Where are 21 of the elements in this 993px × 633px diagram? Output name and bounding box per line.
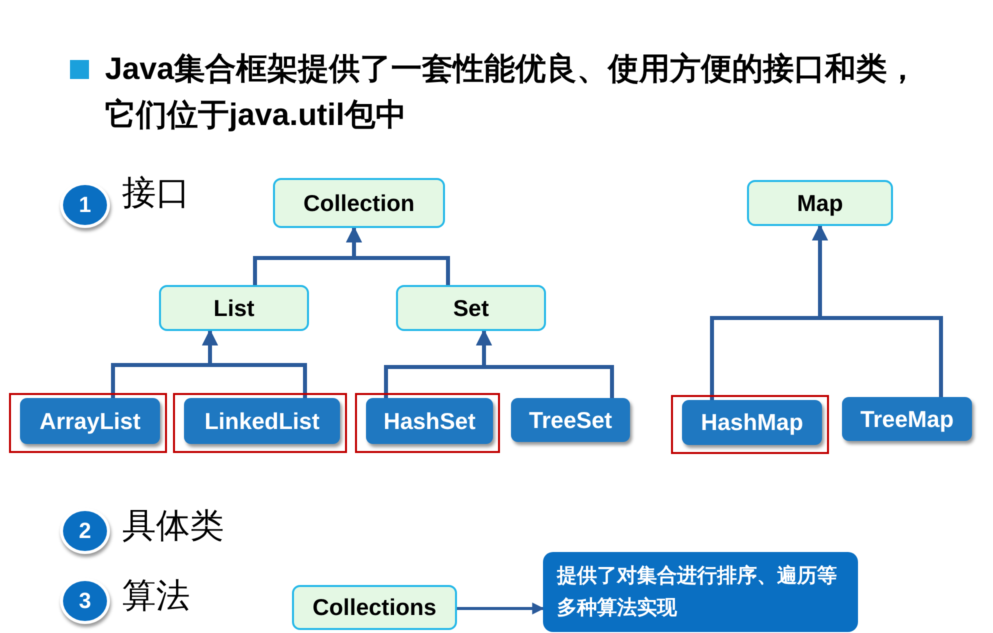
number-badge: 1 [60,182,110,228]
section-heading: 接口 [122,172,190,215]
title: Java集合框架提供了一套性能优良、使用方便的接口和类，它们位于java.util包中 [105,50,919,134]
class-box: HashSet [366,398,493,444]
callout-box: 提供了对集合进行排序、遍历等多种算法实现 [543,552,858,632]
arrow [457,602,544,614]
interface-box: List [159,285,309,331]
section-heading: 具体类 [122,505,224,548]
interface-box: Set [396,285,546,331]
section-heading: 算法 [122,575,190,618]
class-box: LinkedList [184,398,340,444]
interface-box: Map [747,180,893,226]
interface-box: Collections [292,585,457,630]
class-box: HashMap [682,400,822,445]
number-badge: 2 [60,508,110,554]
interface-box: Collection [273,178,445,228]
class-box: ArrayList [20,398,160,444]
arrow [346,226,450,285]
class-box: TreeMap [842,397,972,441]
class-box: TreeSet [511,398,630,442]
number-badge: 3 [60,578,110,624]
